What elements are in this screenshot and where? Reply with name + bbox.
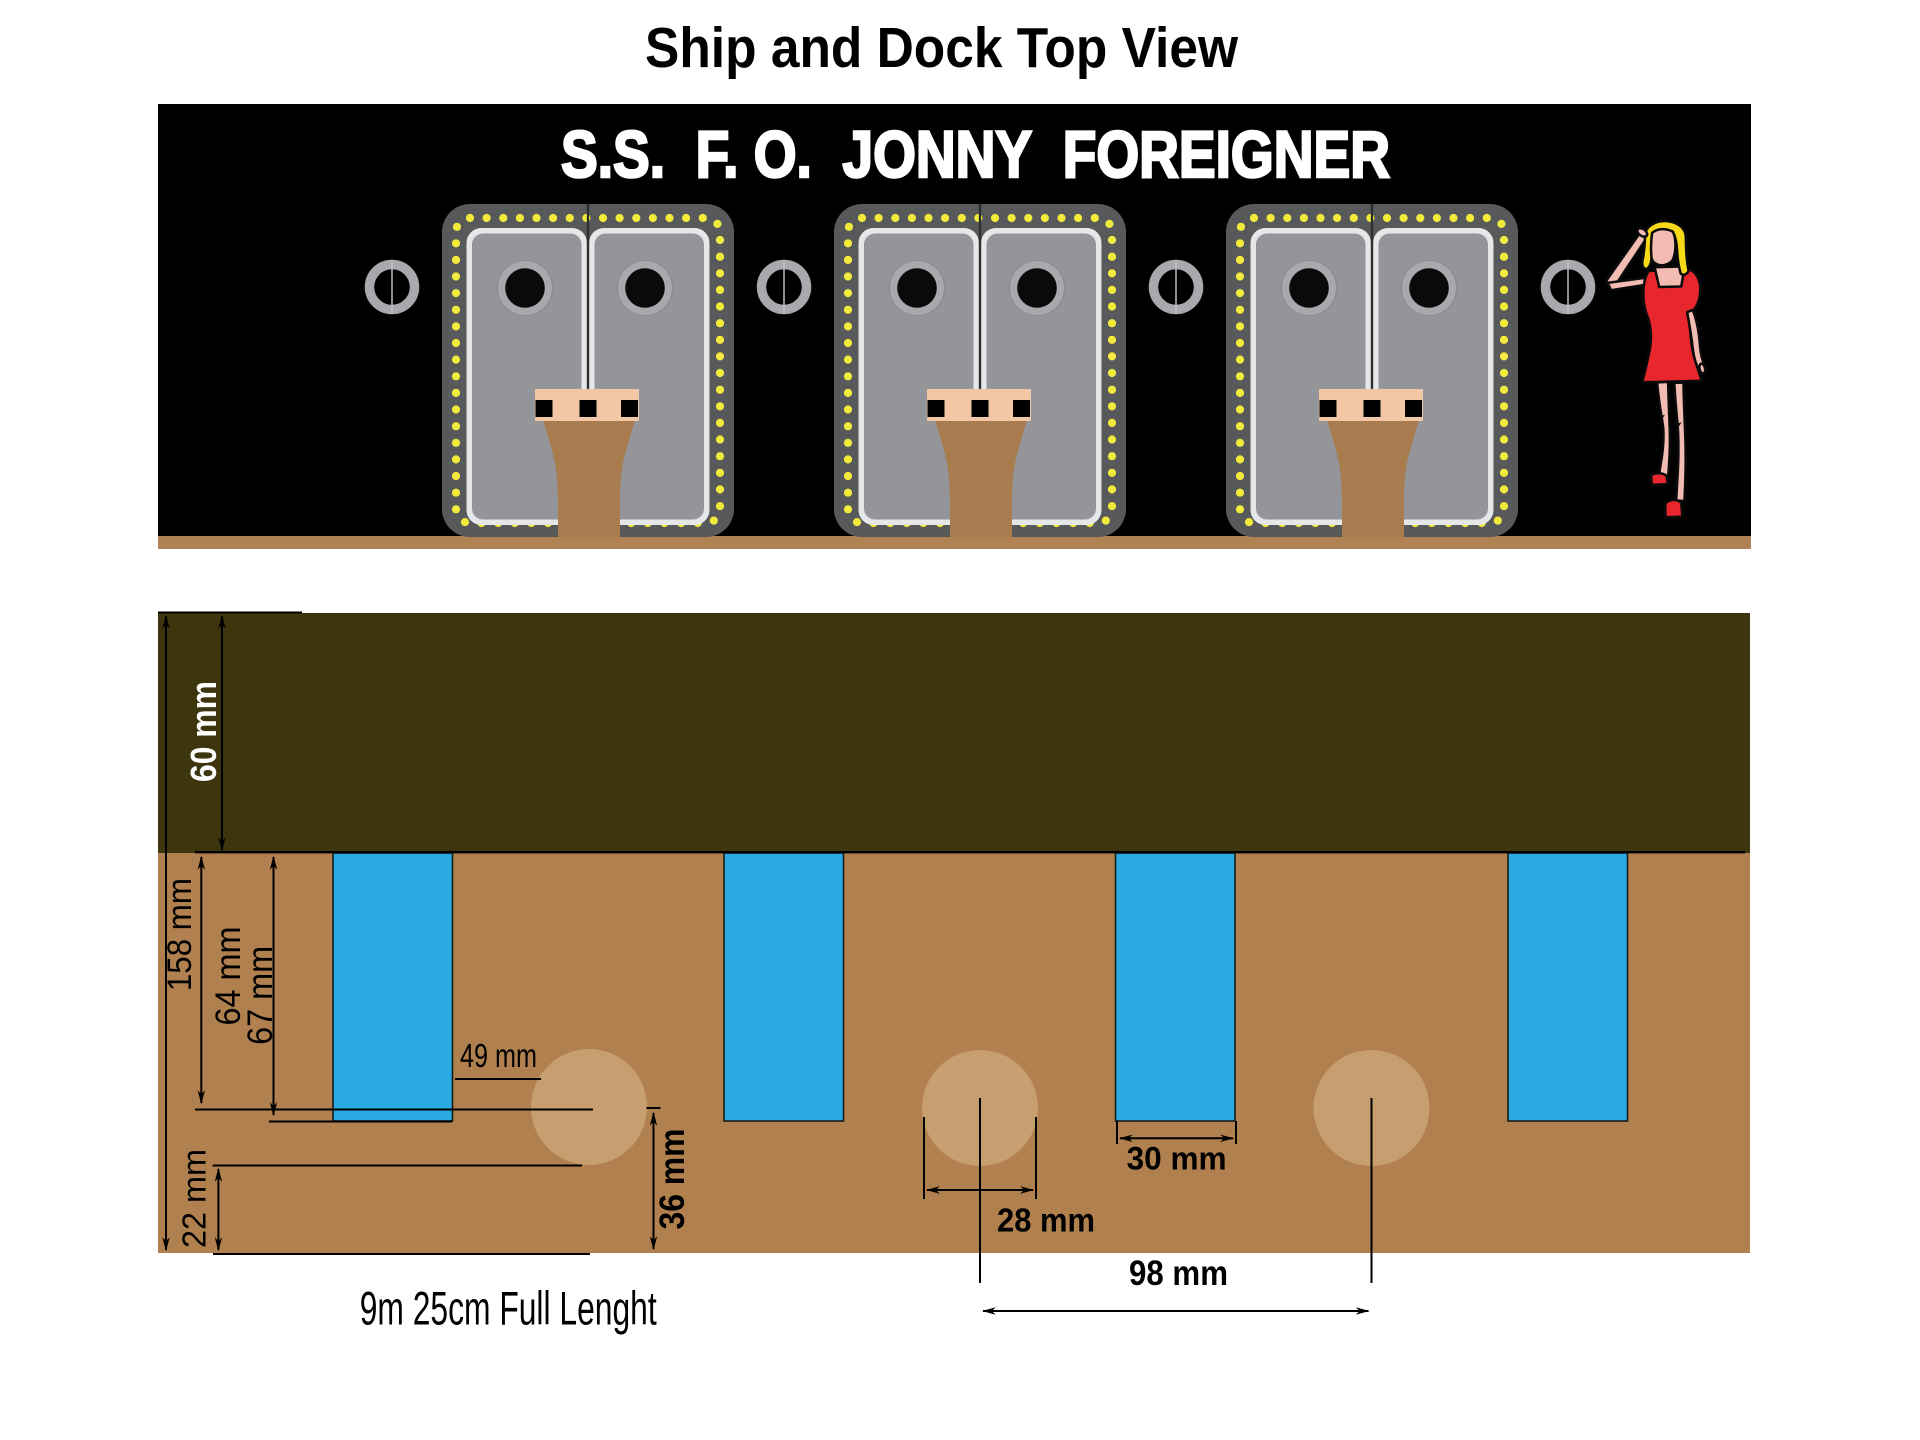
svg-text:S.S. F. O. JONNY FOREIGNER: S.S. F. O. JONNY FOREIGNER — [561, 117, 1390, 191]
svg-text:Ship and Dock Top View: Ship and Dock Top View — [645, 16, 1239, 80]
svg-text:49 mm: 49 mm — [460, 1037, 537, 1074]
svg-text:36 mm: 36 mm — [653, 1129, 692, 1230]
svg-text:30 mm: 30 mm — [1127, 1141, 1227, 1177]
svg-text:60 mm: 60 mm — [183, 681, 224, 782]
svg-text:28 mm: 28 mm — [997, 1202, 1095, 1239]
svg-text:9m 25cm Full Lenght: 9m 25cm Full Lenght — [360, 1281, 657, 1334]
svg-text:22 mm: 22 mm — [175, 1149, 212, 1248]
svg-text:158 mm: 158 mm — [161, 878, 199, 991]
svg-text:67 mm: 67 mm — [241, 946, 280, 1045]
svg-text:64 mm: 64 mm — [209, 927, 248, 1026]
svg-text:98 mm: 98 mm — [1129, 1254, 1228, 1293]
